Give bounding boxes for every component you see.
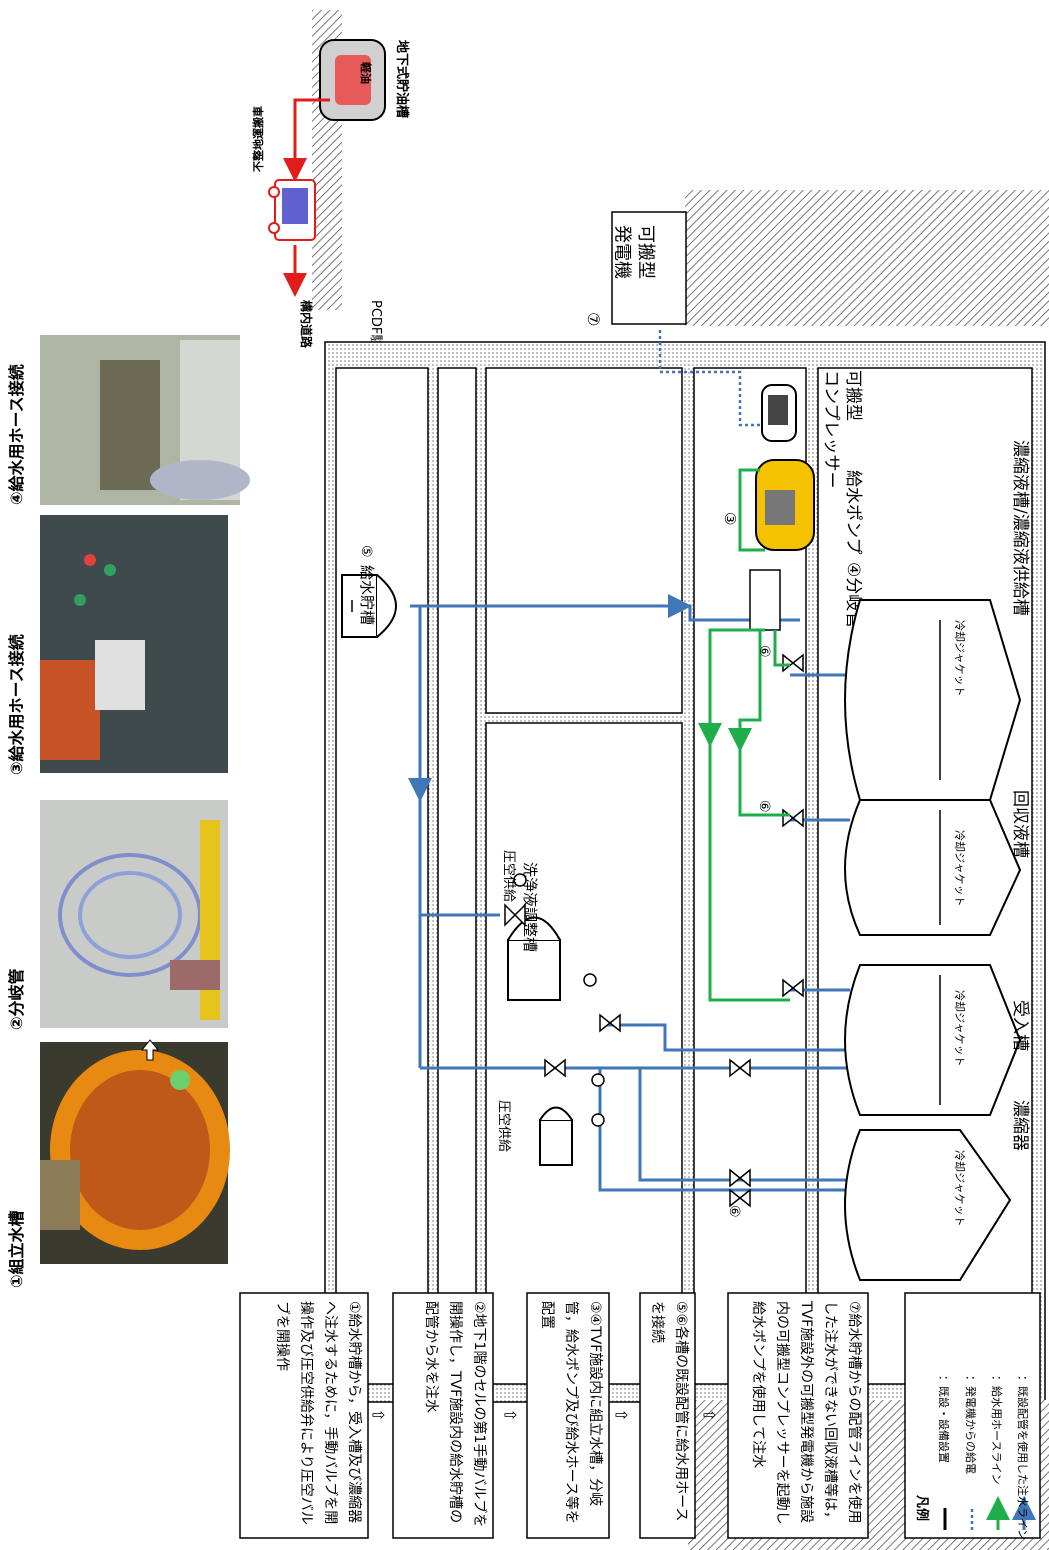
step-text-1: ①給水貯槽から，受入槽及び濃縮器へ注水するために，手動バルブを開操作及び圧空供給… [240,1297,368,1537]
branch-pipe [750,570,780,630]
step-arrow-2: ⇨ [504,1405,517,1424]
photo-2-label: ②分岐管 [7,968,26,1030]
photo-4-hose-connection [40,335,250,505]
step-text-2: ②地下1階のセルの第1手動バルブを開操作し，TVF施設内の給水貯槽の配管から水を… [393,1297,493,1537]
pump-icon [756,460,814,550]
photo-4-label: ④給水用ホース接続 [7,364,26,505]
lorry-label: 不整地運搬車 [251,106,265,172]
marker-6-b: ⑥ [756,800,772,813]
jacket-label-3: 冷却ジャケット [953,990,966,1066]
recovery-tank-label: 回収液槽 [1010,790,1030,858]
step-text-3: ③④TVF施設内に組立水槽，分岐管，給水ポンプ及び給水ホース等を配置 [527,1297,609,1537]
room-water-tank [336,368,428,1384]
step-arrow-3: ⇨ [615,1405,628,1424]
lorry-icon [269,180,315,240]
air-supply-label-2: 圧空供給 [496,1100,511,1152]
room-corridor [438,368,476,1384]
concentrator-label: 濃縮器 [1010,1100,1030,1151]
ground-hatch-right [685,190,1049,326]
legend-item-2: ：発電機からの給電 [964,1375,978,1474]
jacket-label-4: 冷却ジャケット [953,1150,966,1226]
compressor-icon [762,385,796,441]
text-line: 発電機 [612,225,633,279]
jacket-label-1: 冷却ジャケット [953,620,966,696]
marker-3: ③ [721,512,739,525]
step-text-4: ⑤⑥各槽の既設配管に給水用ホースを接続 [640,1297,695,1537]
air-supply-tank [540,1108,572,1166]
step-text-5: ⑦給水貯槽からの配管ラインを使用した注水ができない回収液槽等は，TVF施設外の可… [728,1297,868,1537]
text-line: コンプレッサー [821,370,841,489]
air-supply-label-1: 圧空供給 [501,850,516,902]
step-arrow-4: ⇨ [703,1405,716,1424]
photo-1-assembled-tank [40,1042,230,1264]
room-wash [486,723,682,1384]
marker-6-c: ⑥ [726,1205,742,1218]
room-upper [486,368,682,713]
jacket-label-2: 冷却ジャケット [953,830,966,906]
road-label: 構内道路 [299,300,314,349]
conc-tank-shape [845,600,1020,800]
legend-title: 凡例 [914,1495,930,1521]
legend-item-4: ：既設配管を使用した注水ライン [1016,1375,1030,1540]
marker-5-tank: ⑤ [358,545,374,558]
photo-2-branch-pipe [40,800,228,1028]
photo-3-label: ③給水用ホース接続 [7,634,26,775]
water-tank-label: 給水貯槽 [358,565,376,625]
photo-3-hose-connection [40,515,228,773]
oil-tank-label: 地下式貯油槽 [394,40,410,118]
oil-badge: 軽油 [359,62,373,84]
underground-oil-tank: 軽油 [320,40,385,120]
receiving-tank-shape [845,965,1020,1115]
receiving-tank-label: 受入槽 [1010,1000,1030,1051]
marker-7: ⑦ [584,312,603,326]
photo-1-label: ①組立水槽 [7,1210,26,1288]
recovery-tank-shape [845,800,1020,935]
conc-tank-label: 濃縮液槽/濃縮液供給槽 [1010,440,1030,616]
step-arrow-1: ⇨ [372,1405,385,1424]
legend-item-1: ：既設・設備設置 [937,1375,951,1463]
legend-item-3: ：給水用ホースライン [990,1375,1004,1484]
marker-6-a: ⑥ [756,645,772,658]
pump-label: 給水ポンプ [843,470,863,555]
